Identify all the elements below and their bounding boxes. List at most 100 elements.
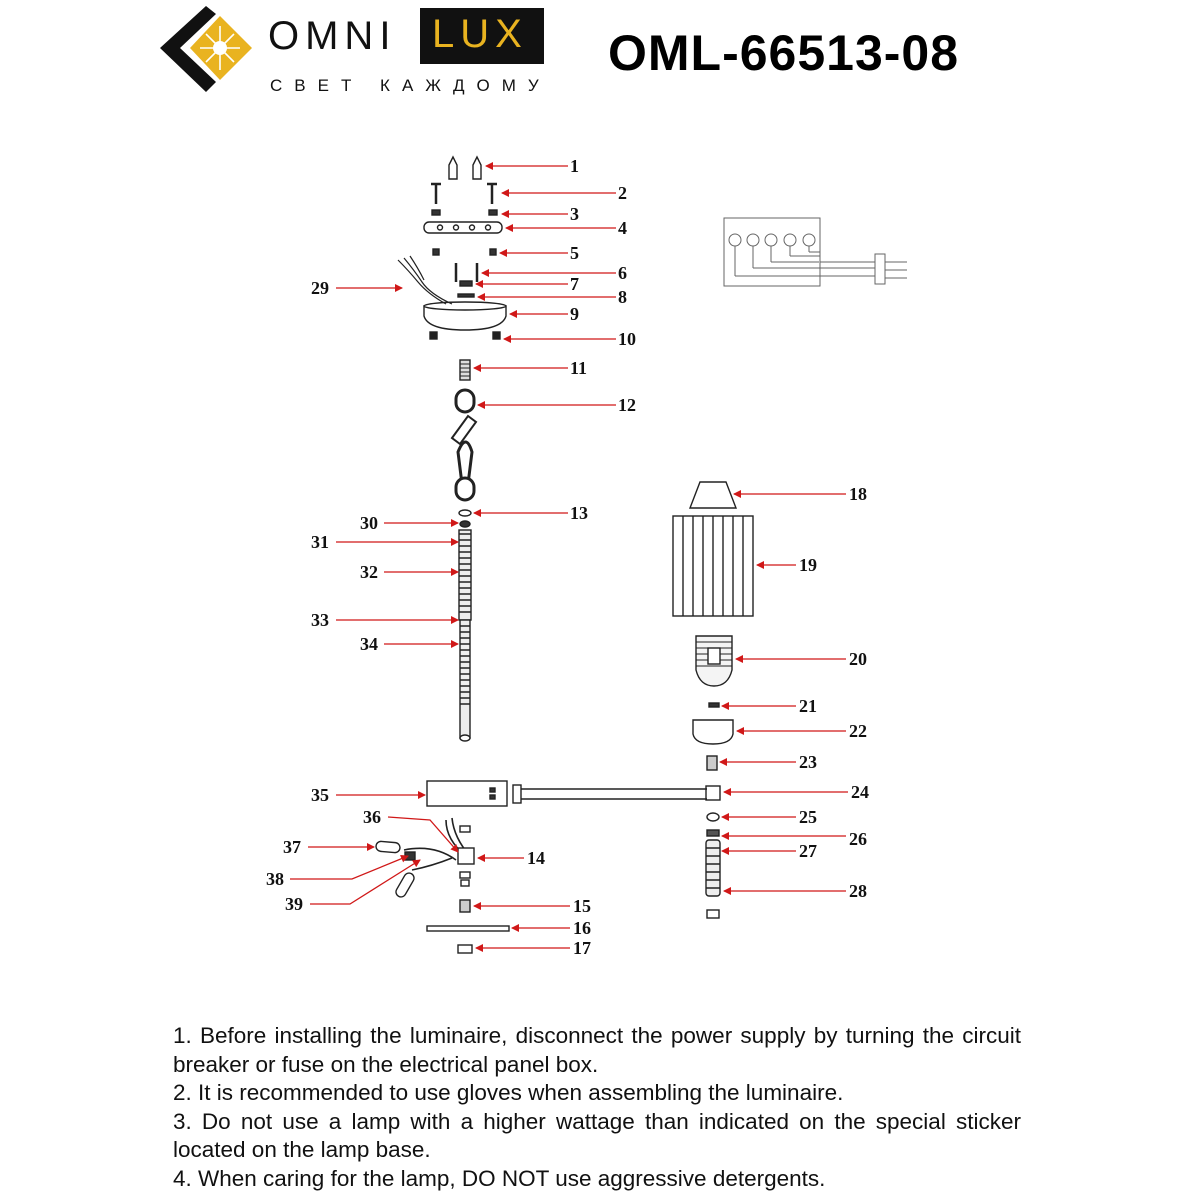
callout-17: 17	[475, 938, 591, 958]
part-31-32-33-34-rod	[458, 529, 472, 742]
svg-text:34: 34	[360, 634, 378, 654]
callout-19: 19	[756, 555, 817, 575]
callout-9: 9	[509, 304, 579, 324]
svg-text:3: 3	[570, 204, 579, 224]
svg-text:31: 31	[311, 532, 329, 552]
callout-34: 34	[360, 634, 459, 654]
part-15-nut	[459, 899, 471, 913]
brand-name-omni: OMNI	[268, 14, 397, 58]
callout-21: 21	[721, 696, 817, 716]
callout-layer: 1 2 3 4 5 6 7 8 9 10 11 12 13 14 15 16 1…	[266, 156, 869, 958]
part-36-39-wire-harness	[375, 817, 471, 898]
part-18-cap	[688, 481, 738, 509]
svg-text:37: 37	[283, 837, 301, 857]
svg-text:21: 21	[799, 696, 817, 716]
callout-27: 27	[721, 841, 817, 861]
callout-2: 2	[501, 183, 627, 203]
callout-4: 4	[505, 218, 627, 238]
part-19-fluted-shade	[672, 515, 754, 617]
part-5-nuts	[432, 248, 497, 256]
callout-31: 31	[311, 532, 459, 552]
suspension-assembly	[450, 359, 478, 742]
svg-text:11: 11	[570, 358, 587, 378]
driver-assembly	[375, 780, 707, 954]
svg-text:24: 24	[851, 782, 869, 802]
model-number: OML-66513-08	[608, 25, 960, 81]
brand-lux-badge	[420, 8, 544, 64]
svg-text:36: 36	[363, 807, 381, 827]
part-30-nut	[459, 520, 471, 528]
part-23-nipple	[706, 755, 718, 771]
part-12-chain	[450, 388, 478, 502]
part-2-screws	[431, 182, 497, 204]
svg-text:15: 15	[573, 896, 591, 916]
svg-text:22: 22	[849, 721, 867, 741]
callout-30: 30	[360, 513, 459, 533]
chevron-sun-logo-icon	[160, 6, 252, 92]
callout-39: 39	[285, 859, 421, 914]
installation-notes: 1. Before installing the luminaire, disc…	[173, 1022, 1021, 1193]
part-26-tube	[706, 829, 720, 837]
svg-text:26: 26	[849, 829, 867, 849]
callout-8: 8	[477, 287, 627, 307]
svg-text:8: 8	[618, 287, 627, 307]
part-14-terminal-block	[457, 825, 475, 887]
svg-text:5: 5	[570, 243, 579, 263]
shade-assembly	[672, 481, 754, 919]
svg-text:25: 25	[799, 807, 817, 827]
svg-text:10: 10	[618, 329, 636, 349]
note-item: 3. Do not use a lamp with a higher watta…	[173, 1108, 1021, 1163]
callout-5: 5	[499, 243, 579, 263]
header: OMNI LUX СВЕТ КАЖДОМУ OML-66513-08	[0, 0, 1200, 110]
part-16-bar	[426, 925, 510, 932]
callout-1: 1	[485, 156, 579, 176]
callout-12: 12	[477, 395, 636, 415]
callout-35: 35	[311, 785, 426, 805]
part-8-washer	[457, 293, 475, 298]
note-item: 1. Before installing the luminaire, disc…	[173, 1023, 1021, 1077]
part-25-nut	[706, 812, 720, 822]
part-3-washers	[431, 209, 498, 216]
callout-20: 20	[735, 649, 867, 669]
svg-text:32: 32	[360, 562, 378, 582]
callout-23: 23	[719, 752, 817, 772]
callout-10: 10	[503, 329, 636, 349]
svg-text:19: 19	[799, 555, 817, 575]
svg-text:1: 1	[570, 156, 579, 176]
callout-15: 15	[473, 896, 591, 916]
note-item: 2. It is recommended to use gloves when …	[173, 1080, 844, 1105]
svg-text:27: 27	[799, 841, 817, 861]
part-1-anchor-screws	[448, 155, 482, 180]
svg-text:30: 30	[360, 513, 378, 533]
part-13-ring	[458, 509, 472, 517]
part-27-28-lower-tube	[705, 839, 721, 919]
callout-11: 11	[473, 358, 587, 378]
callout-22: 22	[736, 721, 867, 741]
svg-text:14: 14	[527, 848, 545, 868]
part-4-mounting-bar	[423, 221, 503, 234]
svg-text:23: 23	[799, 752, 817, 772]
part-9-canopy	[423, 301, 507, 331]
wiring-schematic	[723, 217, 907, 287]
svg-text:38: 38	[266, 869, 284, 889]
part-35-driver	[426, 780, 707, 807]
callout-29: 29	[311, 278, 403, 298]
callout-33: 33	[311, 610, 459, 630]
callout-26: 26	[721, 829, 867, 849]
callout-18: 18	[733, 484, 867, 504]
svg-text:13: 13	[570, 503, 588, 523]
part-24-connector	[705, 785, 721, 801]
svg-text:2: 2	[618, 183, 627, 203]
svg-text:20: 20	[849, 649, 867, 669]
svg-text:4: 4	[618, 218, 627, 238]
part-22-socket-cup	[692, 719, 734, 745]
svg-text:9: 9	[570, 304, 579, 324]
svg-text:16: 16	[573, 918, 591, 938]
svg-text:17: 17	[573, 938, 591, 958]
brand-tagline: СВЕТ КАЖДОМУ	[270, 76, 551, 95]
part-7-terminal	[459, 280, 473, 287]
svg-text:12: 12	[618, 395, 636, 415]
callout-37: 37	[283, 837, 375, 857]
svg-text:18: 18	[849, 484, 867, 504]
svg-text:39: 39	[285, 894, 303, 914]
